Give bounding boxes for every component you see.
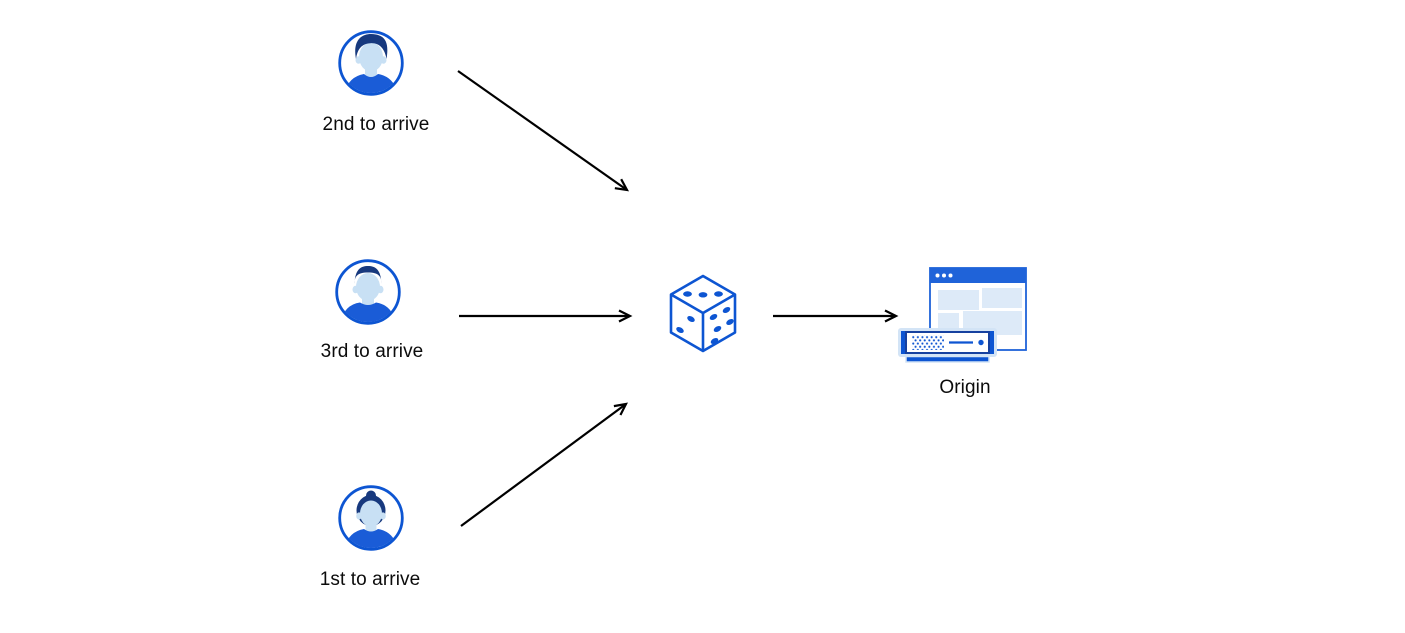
node-client-1st xyxy=(338,485,404,556)
avatar-male-swoop-icon xyxy=(338,30,404,96)
dice-icon xyxy=(669,274,737,353)
origin-server-icon xyxy=(898,267,1027,363)
label-client-1st: 1st to arrive xyxy=(319,569,421,590)
node-random-selector xyxy=(667,272,739,359)
label-client-2nd: 2nd to arrive xyxy=(322,114,430,135)
arrow-2nd-to-dice xyxy=(457,70,630,192)
avatar-female-bun-icon xyxy=(338,485,404,551)
rack-server xyxy=(898,328,997,363)
node-client-3rd xyxy=(335,259,401,330)
node-origin xyxy=(896,262,1030,369)
node-client-2nd xyxy=(338,30,404,101)
arrow-1st-to-dice xyxy=(460,402,628,527)
label-origin: Origin xyxy=(939,377,991,398)
avatar-male-short-icon xyxy=(335,259,401,325)
label-client-3rd: 3rd to arrive xyxy=(320,341,424,362)
